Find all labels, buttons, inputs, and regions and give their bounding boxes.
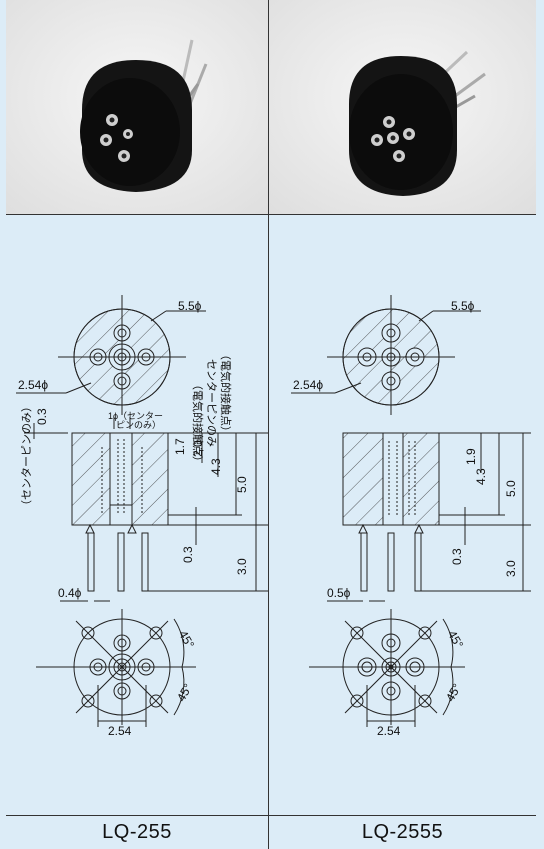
dim-0-3-top: 0.3 bbox=[35, 408, 49, 425]
technical-drawing-lq-255: 5.5ϕ 2.54ϕ 0.3 （センターピンのみ） 1ϕ（センター ピンのみ） … bbox=[16, 295, 268, 738]
drawing-lq-255: 5.5ϕ 2.54ϕ 0.3 （センターピンのみ） 1ϕ（センター ピンのみ） … bbox=[6, 215, 268, 815]
dim-1-7: 1.7 bbox=[173, 438, 187, 455]
dim-3-0: 3.0 bbox=[235, 558, 249, 575]
pitch-dia-label: 2.54ϕ bbox=[18, 378, 48, 392]
model-label-lq-255: LQ-255 bbox=[102, 821, 172, 843]
dim-3-0: 3.0 bbox=[504, 560, 518, 577]
spec-sheet: 5.5ϕ 2.54ϕ 0.3 （センターピンのみ） 1ϕ（センター ピンのみ） … bbox=[6, 0, 536, 849]
divider-center bbox=[268, 0, 269, 849]
angle-a-label: 45° bbox=[445, 628, 466, 651]
drawing-lq-2555: 5.5ϕ 2.54ϕ 1.9 4.3 5.0 0.3 3.0 0.5ϕ 45° … bbox=[269, 215, 536, 815]
model-label-lq-2555: LQ-2555 bbox=[361, 821, 444, 843]
pitch-dia-label: 2.54ϕ bbox=[293, 378, 323, 392]
note-contact-2: （電気的接触点） bbox=[219, 349, 233, 437]
technical-drawing-lq-2555: 5.5ϕ 2.54ϕ 1.9 4.3 5.0 0.3 3.0 0.5ϕ 45° … bbox=[291, 295, 531, 738]
note-center-only: （センターピンのみ） bbox=[20, 401, 33, 511]
dim-1-9: 1.9 bbox=[464, 448, 478, 465]
dim-5-0: 5.0 bbox=[504, 480, 518, 497]
pitch-label: 2.54 bbox=[377, 724, 401, 738]
note-1phi-2: ピンのみ） bbox=[116, 420, 161, 430]
note-center-pin: センターピンのみ bbox=[205, 359, 218, 447]
pin-dia-label: 0.5ϕ bbox=[327, 586, 351, 600]
photo-lq-255 bbox=[6, 0, 269, 214]
socket-photo-5pin bbox=[269, 0, 536, 214]
angle-b-label: 45° bbox=[443, 681, 464, 704]
pitch-label: 2.54 bbox=[108, 724, 132, 738]
photo-lq-2555 bbox=[269, 0, 536, 214]
divider-label bbox=[6, 815, 536, 816]
dim-0-3-bottom: 0.3 bbox=[181, 546, 195, 563]
socket-photo-4pin bbox=[6, 0, 268, 214]
dim-2-0: 2.0 bbox=[191, 440, 205, 457]
dim-4-3: 4.3 bbox=[209, 458, 223, 475]
dim-0-3: 0.3 bbox=[450, 548, 464, 565]
divider-photo bbox=[6, 214, 536, 215]
outer-dia-label: 5.5ϕ bbox=[178, 299, 202, 313]
dim-5-0: 5.0 bbox=[235, 476, 249, 493]
pin-dia-label: 0.4ϕ bbox=[58, 586, 82, 600]
dim-4-3: 4.3 bbox=[474, 468, 488, 485]
note-contact: （電気的接触点） bbox=[191, 379, 205, 467]
outer-dia-label: 5.5ϕ bbox=[451, 299, 475, 313]
angle-b-label: 45° bbox=[174, 681, 195, 704]
note-1phi: 1ϕ（センター bbox=[108, 411, 163, 421]
angle-a-label: 45° bbox=[176, 628, 197, 651]
